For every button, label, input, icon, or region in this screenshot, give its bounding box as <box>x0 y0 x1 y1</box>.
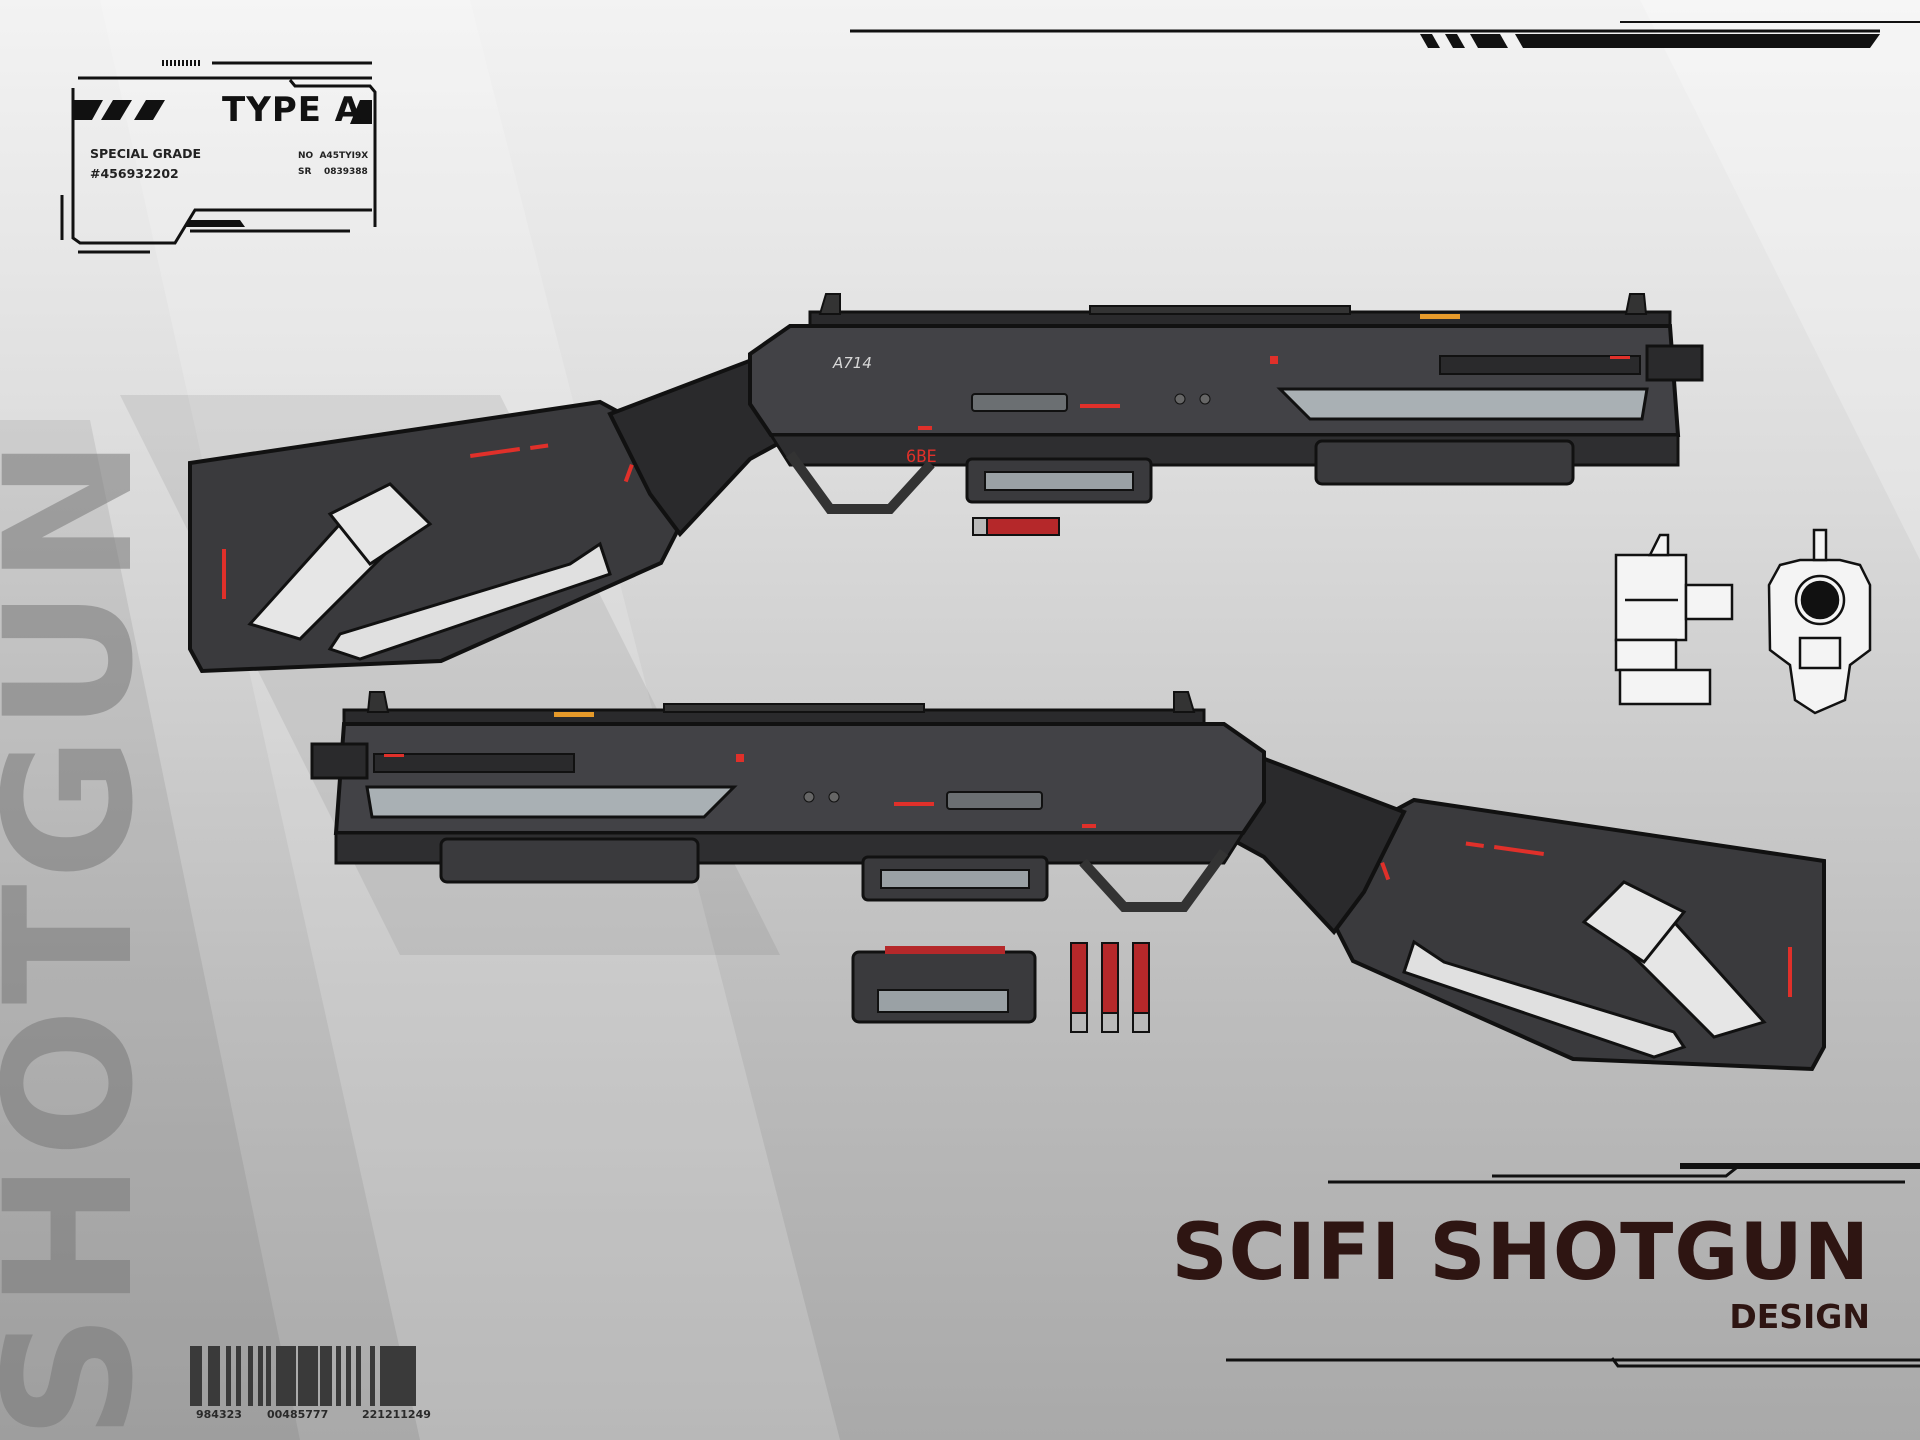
barcode-bar <box>248 1346 253 1406</box>
barcode-bar <box>226 1346 231 1406</box>
barcode-bar <box>276 1346 296 1406</box>
type-label: TYPE A <box>222 90 363 130</box>
barcode-bar <box>370 1346 375 1406</box>
barcode-bar <box>356 1346 361 1406</box>
barcode-number-3: 221211249 <box>362 1408 431 1421</box>
barcode-bar <box>208 1346 220 1406</box>
serial-number: #456932202 <box>90 166 179 181</box>
detached-magazine <box>851 946 1037 1024</box>
background-band-right <box>1640 0 1920 560</box>
barcode-number-2: 00485777 <box>267 1408 329 1421</box>
shotgun-shells-vertical <box>1070 942 1150 1033</box>
gun-counter-marking: 6BE <box>906 447 937 467</box>
barcode-bar <box>320 1346 332 1406</box>
shotgun-right-facing <box>190 294 1702 671</box>
sr-field: SR 0839388 <box>298 167 368 177</box>
sr-value: 0839388 <box>323 167 368 177</box>
page-title: SCIFI SHOTGUN <box>1171 1208 1870 1298</box>
shotgun-left-facing <box>312 692 1824 1069</box>
no-field: NO A45TYI9X <box>298 151 368 161</box>
barcode <box>190 1346 416 1406</box>
gun-model-marking: A714 <box>832 354 872 372</box>
no-label: NO <box>298 151 314 161</box>
barcode-bar <box>266 1346 271 1406</box>
barcode-number-1: 984323 <box>196 1408 242 1421</box>
barcode-bar <box>236 1346 241 1406</box>
top-stripes <box>1420 34 1880 48</box>
barcode-bar <box>190 1346 202 1406</box>
label-box-stripes <box>73 100 372 227</box>
barcode-bar <box>346 1346 351 1406</box>
grade-label: SPECIAL GRADE <box>90 146 201 161</box>
schematic-rear-side-view <box>1614 533 1734 706</box>
background-band-left <box>0 420 300 1440</box>
barcode-bar <box>298 1346 318 1406</box>
page-subtitle: DESIGN <box>1729 1297 1870 1336</box>
no-value: A45TYI9X <box>319 151 369 161</box>
barcode-bar <box>336 1346 341 1406</box>
title-frame-tab <box>1680 1163 1920 1169</box>
label-box-frame <box>60 60 377 254</box>
sr-label: SR <box>298 167 312 177</box>
barcode-bar <box>258 1346 263 1406</box>
shotgun-shell-horizontal <box>972 517 1060 536</box>
barcode-bar <box>380 1346 416 1406</box>
schematic-front-view <box>1767 528 1872 715</box>
